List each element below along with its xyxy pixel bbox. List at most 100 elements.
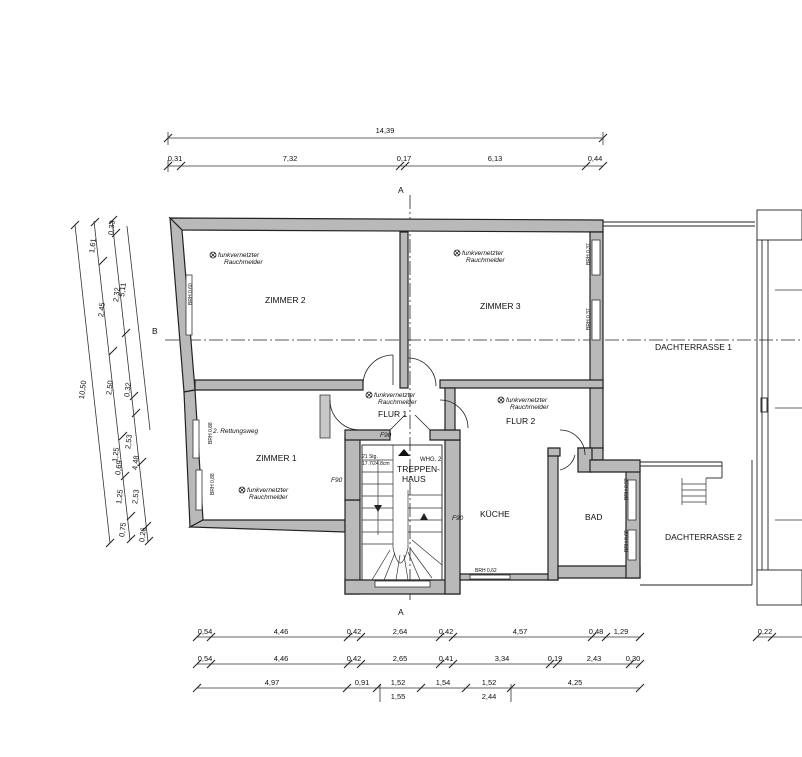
- dim-left-inner: 4,48: [130, 455, 141, 471]
- dim-left-outer: 1,61: [87, 238, 98, 254]
- interior-walls: [194, 231, 604, 501]
- room-label-bad: BAD: [585, 512, 602, 522]
- smoke-detectors: funkvernetzter Rauchmelder funkvernetzte…: [209, 249, 549, 501]
- smoke-detector-zimmer-2: funkvernetzter Rauchmelder: [209, 251, 263, 266]
- smoke-detector-icon: [238, 486, 246, 494]
- dim-overall-depth: 10,50: [77, 380, 88, 400]
- smoke-detector-flur-1: funkvernetzter Rauchmelder: [365, 391, 417, 406]
- dim-bottom-row1: 0,42: [439, 627, 454, 636]
- dim-bottom-row3-sub: 2,44: [482, 692, 497, 701]
- smoke-detector-icon: [209, 251, 217, 259]
- dimension-left: 10,50 1,61 2,45 2,50 1,25 1,25 0,75 0,33…: [70, 215, 154, 548]
- dim-bottom-row2: 0,54: [198, 654, 213, 663]
- note-fire-door: F90: [452, 515, 464, 522]
- dim-bottom-row2: 3,34: [495, 654, 510, 663]
- dim-left-outer: 1,25: [114, 489, 125, 505]
- dim-bottom-row1: 0,42: [347, 627, 362, 636]
- dim-left-middle: 0,69: [113, 460, 124, 476]
- dim-left-middle: 0,32: [122, 382, 133, 398]
- smoke-detector-text: Rauchmelder: [249, 494, 288, 501]
- section-mark-a-bottom: A: [398, 607, 404, 617]
- dim-left-outer: 2,45: [96, 302, 107, 318]
- dim-bottom-row2: 0,19: [548, 654, 563, 663]
- dim-left-middle: 0,26: [137, 527, 148, 543]
- dim-bottom-row3: 4,25: [568, 678, 583, 687]
- smoke-detector-flur-2: funkvernetzter Rauchmelder: [497, 396, 549, 411]
- smoke-detector-text: Rauchmelder: [510, 404, 549, 411]
- brh-label: BRH 0,68: [624, 530, 630, 552]
- exterior-walls: [168, 216, 641, 595]
- smoke-detector-text: Rauchmelder: [224, 259, 263, 266]
- note-wohnung: WHG. 2: [420, 457, 442, 463]
- room-label-flur-1: FLUR 1: [378, 409, 408, 419]
- staircase: [361, 444, 443, 581]
- room-label-dachterrasse-2: DACHTERRASSE 2: [665, 532, 742, 542]
- doors: [329, 354, 586, 471]
- section-mark-a-top: A: [398, 185, 404, 195]
- dim-top-seg: 7,32: [283, 154, 298, 163]
- smoke-detector-zimmer-1: funkvernetzter Rauchmelder: [238, 486, 289, 501]
- smoke-detector-text: Rauchmelder: [466, 257, 505, 264]
- dim-bottom-row3-sub: 1,55: [391, 692, 406, 701]
- dimension-bottom: 0,54 4,46 0,42 2,64 0,42 4,57 0,48 1,29 …: [192, 627, 802, 702]
- room-label-treppenhaus-2: HAUS: [402, 474, 426, 484]
- brh-label: BRH 0,62: [475, 568, 497, 574]
- section-mark-b: B: [152, 326, 158, 336]
- note-stairs-size: 17.7/24.8cm: [362, 461, 390, 467]
- smoke-detector-zimmer-3: funkvernetzter Rauchmelder: [453, 249, 505, 264]
- dim-left-inner: 5,11: [117, 282, 128, 297]
- dim-bottom-row3: 1,52: [482, 678, 497, 687]
- dim-left-outer: 1,25: [110, 447, 121, 463]
- smoke-detector-icon: [453, 249, 461, 257]
- dim-bottom-row1-right: 0,22: [758, 627, 773, 636]
- sill-heights: BRH 0,60 BRH 0,37 BRH 0,37 BRH 0,88 BRH …: [188, 243, 630, 574]
- smoke-detector-text: funkvernetzter: [506, 397, 548, 404]
- windows: [185, 239, 637, 588]
- dim-bottom-row1: 4,46: [274, 627, 289, 636]
- note-fire-door: F90: [380, 432, 392, 439]
- room-label-kueche: KÜCHE: [480, 509, 510, 519]
- section-lines: B A A: [152, 185, 802, 617]
- smoke-detector-text: funkvernetzter: [218, 252, 260, 259]
- dim-left-outer: 0,75: [117, 522, 128, 538]
- notes: 2. Rettungsweg WHG. 2 21 Stg. 17.7/24.8c…: [212, 428, 464, 522]
- dim-bottom-row1: 0,48: [589, 627, 604, 636]
- terrace-area: [603, 209, 802, 606]
- room-label-treppenhaus-1: TREPPEN-: [397, 464, 440, 474]
- dimension-top: 14,39 0,31 7,32 0,17 6,13 0,44: [163, 126, 608, 172]
- dim-bottom-row1: 2,64: [393, 627, 408, 636]
- brh-label: BRH 0,37: [586, 243, 592, 265]
- smoke-detector-text: funkvernetzter: [374, 392, 416, 399]
- room-label-flur-2: FLUR 2: [506, 416, 536, 426]
- dim-left-middle: 2,32: [111, 287, 122, 303]
- dim-bottom-row3: 4,97: [265, 678, 280, 687]
- smoke-detector-text: funkvernetzter: [462, 250, 504, 257]
- dim-bottom-row3: 1,52: [391, 678, 406, 687]
- dim-left-middle: 2,53: [123, 434, 134, 450]
- dim-left-middle: 2,53: [130, 489, 141, 505]
- dim-top-seg: 6,13: [488, 154, 503, 163]
- note-fire-door: F90: [331, 477, 343, 484]
- note-rettungsweg: 2. Rettungsweg: [212, 428, 259, 435]
- brh-label: BRH 0,60: [188, 283, 194, 305]
- dim-bottom-row2: 2,43: [587, 654, 602, 663]
- dim-overall-width: 14,39: [376, 126, 395, 135]
- dim-left-middle: 0,33: [106, 220, 117, 236]
- dim-bottom-row1: 1,29: [614, 627, 629, 636]
- brh-label: BRH 0,88: [210, 473, 216, 495]
- brh-label: BRH 0,88: [208, 422, 214, 444]
- dim-top-seg: 0,17: [397, 154, 412, 163]
- room-labels: ZIMMER 2 ZIMMER 3 ZIMMER 1 FLUR 1 FLUR 2…: [256, 295, 742, 542]
- dim-bottom-row1: 0,54: [198, 627, 213, 636]
- room-label-zimmer-1: ZIMMER 1: [256, 453, 297, 463]
- room-label-dachterrasse-1: DACHTERRASSE 1: [655, 342, 732, 352]
- brh-label: BRH 0,92: [624, 478, 630, 500]
- smoke-detector-icon: [365, 391, 373, 399]
- room-label-zimmer-3: ZIMMER 3: [480, 301, 521, 311]
- dim-bottom-row2: 2,65: [393, 654, 408, 663]
- dim-bottom-row3: 1,54: [436, 678, 451, 687]
- brh-label: BRH 0,37: [586, 308, 592, 330]
- dim-bottom-row2: 0,30: [626, 654, 641, 663]
- dim-bottom-row2: 4,46: [274, 654, 289, 663]
